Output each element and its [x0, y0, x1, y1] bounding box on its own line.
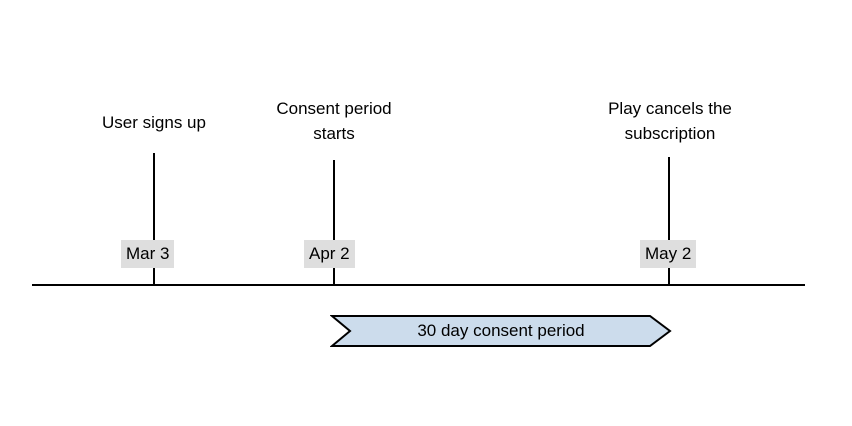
- double-arrow-shape-icon: [330, 315, 672, 347]
- event-tick-consent-start: [333, 160, 335, 285]
- event-caption-signup: User signs up: [102, 113, 206, 132]
- timeline-axis: [32, 284, 805, 286]
- event-caption-consent-start: Consent period starts: [276, 99, 392, 143]
- event-caption-play-cancels: Play cancels the subscription: [608, 99, 732, 143]
- event-date-chip-play-cancels: May 2: [640, 240, 697, 268]
- event-date-chip-consent-start: Apr 2: [304, 240, 355, 268]
- consent-period-banner: 30 day consent period: [330, 314, 672, 348]
- event-date-chip-signup: Mar 3: [121, 240, 175, 268]
- event-tick-play-cancels: [668, 157, 670, 285]
- event-tick-signup: [153, 153, 155, 285]
